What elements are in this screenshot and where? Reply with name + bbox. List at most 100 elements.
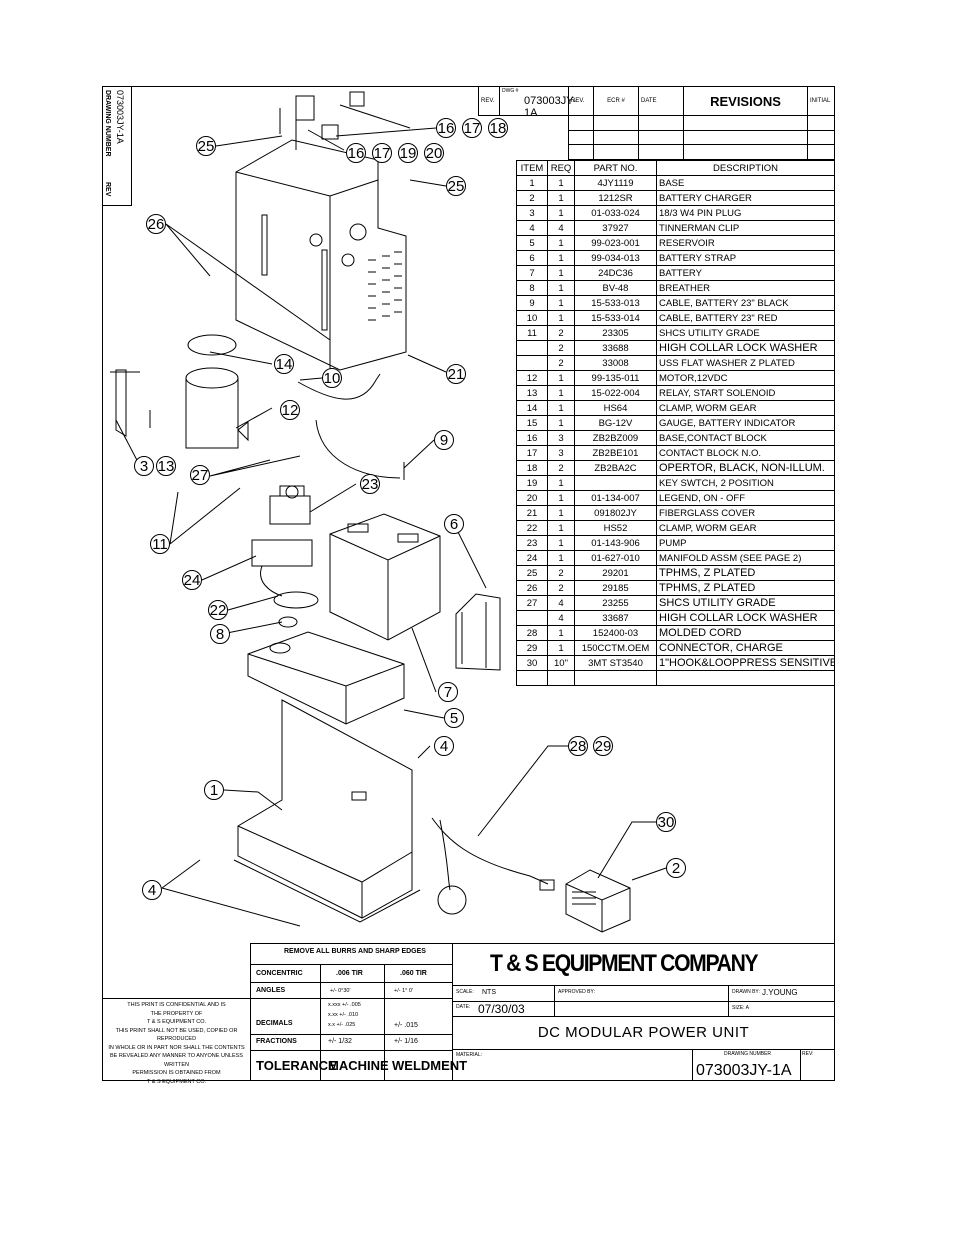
balloon-22: 22 xyxy=(208,600,228,620)
date-value: 07/30/03 xyxy=(478,1002,525,1016)
balloon-10: 10 xyxy=(322,368,342,388)
drawn-by-value: J.YOUNG xyxy=(762,988,798,997)
decimals-label: DECIMALS xyxy=(256,1020,293,1027)
battery-charger xyxy=(565,869,631,933)
company-name: T & S EQUIPMENT COMPANY xyxy=(490,950,759,977)
balloon-26: 26 xyxy=(146,214,166,234)
bom-cell-desc: USS FLAT WASHER Z PLATED xyxy=(656,355,835,371)
approved-label: APPROVED BY: xyxy=(558,989,595,995)
balloon-18: 18 xyxy=(488,118,508,138)
balloon-2: 2 xyxy=(666,858,686,878)
bom-cell-desc: CONNECTOR, CHARGE xyxy=(656,640,835,656)
concentric-weldment: .060 TIR xyxy=(400,970,427,977)
concentric-label: CONCENTRIC xyxy=(256,970,303,977)
confidential-notice: THIS PRINT IS CONFIDENTIAL AND IS THE PR… xyxy=(108,1002,245,1085)
balloon-20: 20 xyxy=(424,143,444,163)
balloon-24: 24 xyxy=(182,570,202,590)
balloon-12: 12 xyxy=(280,400,300,420)
key-switch-parts xyxy=(279,91,411,150)
bom-cell-desc: TPHMS, Z PLATED xyxy=(656,565,835,581)
dwg-number-cell: DWG # 073003JY-1A xyxy=(499,85,576,119)
leader-lines xyxy=(115,127,667,927)
balloon-3: 3 xyxy=(134,456,154,476)
balloon-17: 17 xyxy=(372,143,392,163)
weldment-label: WELDMENT xyxy=(392,1058,468,1073)
date-label: DATE: xyxy=(456,1004,471,1010)
side-dwg-label: DRAWING NUMBER xyxy=(104,90,111,157)
balloon-11: 11 xyxy=(150,534,170,554)
rev-label: REV: xyxy=(802,1051,814,1057)
bom-cell-desc: HIGH COLLAR LOCK WASHER xyxy=(656,340,835,356)
side-dwg-number: 073003JY-1A xyxy=(115,90,125,144)
concentric-machine: .006 TIR xyxy=(336,970,363,977)
initial-col-header: INITIAL xyxy=(807,85,835,117)
balloon-9: 9 xyxy=(434,430,454,450)
date-col-header: DATE xyxy=(638,85,684,117)
machine-label: MACHINE xyxy=(328,1058,389,1073)
drawing-number-label: DRAWING NUMBER xyxy=(724,1051,772,1057)
bom-row-empty xyxy=(516,670,835,686)
drawing-title: DC MODULAR POWER UNIT xyxy=(537,1024,750,1041)
angles-weldment: +/- 1° 0' xyxy=(394,988,413,994)
notes-header: REMOVE ALL BURRS AND SHARP EDGES xyxy=(284,948,426,955)
battery xyxy=(329,513,441,641)
balloon-1: 1 xyxy=(204,780,224,800)
fractions-label: FRACTIONS xyxy=(256,1038,297,1045)
battery-strap xyxy=(455,593,501,671)
balloon-4-lower: 4 xyxy=(142,880,162,900)
motor-assembly xyxy=(110,334,249,449)
material-label: MATERIAL: xyxy=(456,1052,483,1058)
balloon-8: 8 xyxy=(210,624,230,644)
balloon-25: 25 xyxy=(446,176,466,196)
side-strip: DRAWING NUMBER 073003JY-1A REV xyxy=(102,86,132,206)
balloon-25-top: 25 xyxy=(196,136,216,156)
balloon-28: 28 xyxy=(568,736,588,756)
fractions-machine: +/- 1/32 xyxy=(328,1038,352,1045)
scale-label: SCALE: xyxy=(456,989,474,995)
balloon-29: 29 xyxy=(593,736,613,756)
balloon-27: 27 xyxy=(190,465,210,485)
drawing-number: 073003JY-1A xyxy=(696,1062,792,1079)
revision-block: REV. DWG # 073003JY-1A REV. ECR # DATE R… xyxy=(478,85,835,160)
balloon-5: 5 xyxy=(444,708,464,728)
bom-cell-desc: TPHMS, Z PLATED xyxy=(656,580,835,596)
fractions-weldment: +/- 1/16 xyxy=(394,1038,418,1045)
balloon-16-top: 16 xyxy=(436,118,456,138)
molded-cord xyxy=(431,817,555,915)
tolerance-label: TOLERANCE xyxy=(256,1058,337,1073)
battery-cables xyxy=(297,373,405,480)
size-label: SIZE: A xyxy=(732,1005,749,1011)
scale-value: NTS xyxy=(482,989,496,996)
decimals-machine-2: x.xx +/- .010 xyxy=(328,1012,359,1018)
balloon-13: 13 xyxy=(156,456,176,476)
balloon-16: 16 xyxy=(346,143,366,163)
balloon-17-top: 17 xyxy=(462,118,482,138)
drawing-sheet xyxy=(102,86,835,1081)
pump xyxy=(269,485,311,525)
bom-cell-desc: OPERTOR, BLACK, NON-ILLUM. xyxy=(656,460,835,476)
base-frame xyxy=(233,699,421,923)
drawn-by-label: DRAWN BY: xyxy=(732,989,760,995)
angles-machine: +/- 0°30' xyxy=(330,988,351,994)
angles-label: ANGLES xyxy=(256,987,286,994)
decimals-machine-3: x.x +/- .025 xyxy=(328,1022,356,1028)
